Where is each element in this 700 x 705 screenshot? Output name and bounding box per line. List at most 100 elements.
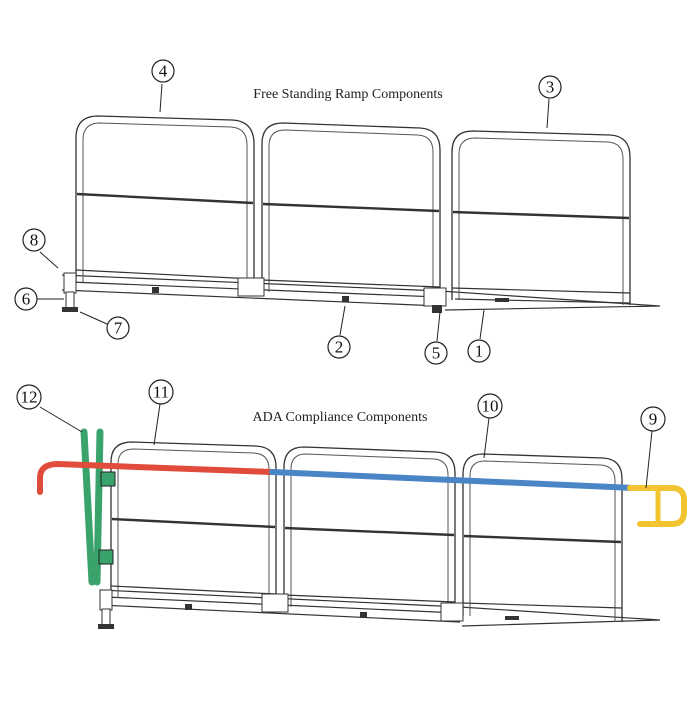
ada-section-1-mid-rail	[111, 517, 276, 529]
green-clamp-upper	[100, 471, 116, 487]
ada-section-2-outer-frame	[283, 446, 456, 616]
free-standing-ramp-assembly	[61, 115, 661, 313]
ada-section-2-inner-frame	[290, 453, 449, 616]
callout-11: 11	[148, 379, 174, 446]
plate-fastener	[495, 298, 509, 302]
ada-section-1-bottom-rail	[110, 585, 277, 595]
callout-9-leader	[645, 430, 653, 489]
blue-handrail	[269, 469, 637, 491]
section-1-inner-frame	[82, 122, 248, 292]
callout-9-circle	[640, 406, 666, 432]
base-fastener-1	[152, 287, 159, 293]
callout-10-number: 10	[482, 397, 499, 416]
callout-9: 9	[640, 406, 666, 489]
handrail-extension-11	[37, 460, 275, 495]
callout-6-number: 6	[22, 290, 31, 309]
callout-9-number: 9	[649, 410, 658, 429]
callout-12: 12	[16, 384, 83, 433]
callout-8-circle	[22, 228, 46, 252]
ramp-leg-foot-2	[432, 305, 442, 313]
post-support-12	[80, 428, 116, 586]
ada-plate-fastener	[505, 616, 519, 620]
callout-12-leader	[39, 406, 83, 433]
callout-4-circle	[151, 59, 175, 83]
ada-section-2	[283, 446, 456, 616]
ada-section-1-inner-frame	[117, 448, 270, 607]
callout-6-circle	[14, 287, 38, 311]
green-clamp-lower	[98, 549, 114, 565]
yellow-end-loop	[627, 485, 687, 527]
callout-8: 8	[22, 228, 59, 269]
callout-3-number: 3	[546, 78, 555, 97]
ada-section-2-mid-rail	[284, 526, 455, 537]
callout-11-number: 11	[153, 383, 169, 402]
section-1-mid-rail	[76, 192, 254, 205]
section-3-mid-rail	[452, 210, 630, 220]
section-1-bottom-rail	[75, 269, 255, 280]
section-joint-bracket-1	[237, 277, 265, 297]
ada-ramp-assembly	[98, 441, 661, 629]
callout-2: 2	[327, 305, 351, 359]
ramp-landing-plate	[439, 290, 661, 311]
callout-11-leader	[153, 403, 161, 446]
callout-8-leader	[39, 251, 59, 269]
callout-11-circle	[148, 379, 174, 405]
callout-5-circle	[424, 341, 448, 365]
ada-section-3	[462, 453, 623, 622]
section-3-inner-frame	[458, 137, 624, 305]
end-loop-9	[627, 485, 687, 527]
ada-section-1-outer-frame	[110, 441, 277, 607]
ada-joint-bracket-1	[261, 593, 289, 613]
end-bracket-left	[63, 272, 77, 294]
callout-5-number: 5	[432, 344, 441, 363]
section-2-bottom-rail	[261, 279, 441, 288]
callout-4: 4	[151, 59, 175, 113]
callout-10: 10	[477, 393, 503, 459]
callout-5: 5	[424, 311, 448, 365]
callout-2-circle	[327, 335, 351, 359]
callout-1-leader	[479, 309, 485, 340]
ada-end-bracket	[99, 589, 113, 611]
ada-section-2-bottom-rail	[283, 594, 456, 603]
handrail-10	[269, 469, 637, 491]
callout-10-leader	[483, 417, 490, 459]
ada-section-3-inner-frame	[469, 460, 616, 622]
adjustable-leg-left	[65, 291, 75, 309]
red-handrail-extension	[37, 460, 275, 495]
bottom-title: ADA Compliance Components	[253, 410, 428, 425]
section-1-outer-frame	[75, 115, 255, 292]
section-2-outer-frame	[261, 122, 441, 300]
ada-base-bottom-line	[99, 604, 461, 623]
ada-section-1	[110, 441, 277, 607]
callout-2-leader	[339, 305, 346, 336]
callout-8-number: 8	[30, 231, 39, 250]
callout-5-leader	[436, 311, 441, 342]
callout-7-number: 7	[114, 319, 123, 338]
leg-foot-pad-left	[62, 307, 78, 312]
green-post-bar-right	[93, 428, 104, 586]
handrail-section-1	[75, 115, 255, 292]
ada-section-3-mid-rail	[463, 534, 622, 544]
base-fastener-2	[342, 296, 349, 302]
callout-3: 3	[538, 75, 562, 129]
callout-3-circle	[538, 75, 562, 99]
callout-6: 6	[14, 287, 64, 311]
callout-7-circle	[106, 316, 130, 340]
callout-1-circle	[467, 339, 491, 363]
ada-base-fastener-1	[185, 604, 192, 610]
ada-section-3-bottom-rail	[462, 602, 623, 609]
section-3-bottom-rail	[451, 287, 631, 294]
callout-1: 1	[467, 309, 491, 363]
ada-joint-bracket-2	[440, 602, 464, 622]
ada-leg-foot-pad	[98, 624, 114, 629]
handrail-section-2	[261, 122, 441, 300]
section-joint-bracket-2	[423, 287, 447, 307]
callout-12-circle	[16, 384, 42, 410]
callout-4-number: 4	[159, 62, 168, 81]
section-3-outer-frame	[451, 130, 631, 305]
callout-1-number: 1	[475, 342, 484, 361]
ada-base-fastener-2	[360, 612, 367, 618]
ada-adjustable-leg	[101, 608, 111, 626]
section-2-mid-rail	[262, 202, 440, 213]
